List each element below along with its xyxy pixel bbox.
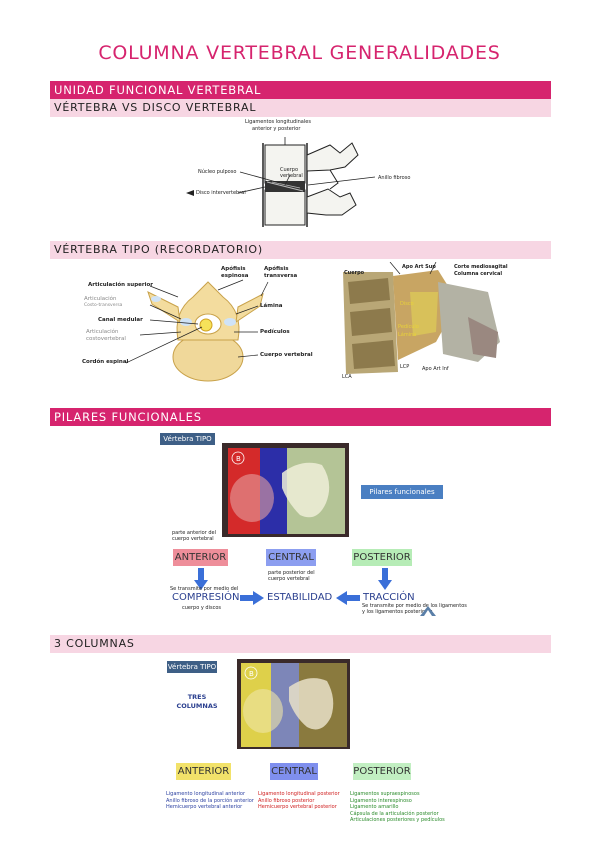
label-columnas: COLUMNAS (176, 702, 218, 710)
list-item: Articulaciones posteriores y pedículos (350, 817, 445, 823)
list-item: Cápsula de la articulación posterior (350, 810, 439, 817)
label-pediculo-f3: Pedículo (398, 324, 419, 330)
logo-mark-icon (420, 606, 436, 616)
note-anterior-2: cuerpo vertebral (172, 536, 214, 542)
tag-anterior: ANTERIOR (173, 549, 228, 566)
label-lamina: Lámina (260, 303, 283, 309)
image-columnas-vertebra: B (237, 659, 350, 749)
section-unidad-funcional: UNIDAD FUNCIONAL VERTEBRAL (50, 81, 551, 99)
list-central: Ligamento longitudinal posterior Anillo … (258, 791, 340, 811)
badge-pilares-funcionales: Pilares funcionales (361, 485, 443, 499)
badge-vertebra-tipo-columnas: Vértebra TIPO (167, 661, 217, 673)
note-anterior-1: parte anterior del (172, 530, 216, 536)
corte-mediosagital-illustration (340, 261, 510, 378)
label-articulacion-costovertebral-2: costovertebral (86, 336, 126, 342)
tag-central-columnas: CENTRAL (270, 763, 318, 780)
arrow-right-icon (240, 591, 264, 605)
image-pilares-vertebra: B (222, 443, 349, 537)
label-anillo-fibroso: Anillo fibroso (378, 175, 411, 181)
list-item: Ligamento longitudinal anterior (166, 791, 246, 797)
list-item: Ligamento interespinoso (350, 797, 412, 804)
subsection-vertebra-tipo: VÉRTEBRA TIPO (RECORDATORIO) (50, 241, 551, 259)
note-traccion-2: y los ligamentos posteriores (362, 609, 433, 615)
list-item: Ligamento amarillo (350, 804, 399, 810)
tag-central: CENTRAL (266, 549, 316, 566)
badge-vertebra-tipo-pilares: Vértebra TIPO (160, 433, 215, 445)
label-apofisis-espinosa: Apófisis (221, 266, 246, 272)
arrow-down-posterior-icon (378, 568, 392, 590)
section-3-columnas: 3 COLUMNAS (50, 635, 551, 653)
tag-posterior: POSTERIOR (352, 549, 412, 566)
label-disco-f3: Disco (400, 301, 414, 307)
note-compresion-1: Se transmite por medio del (170, 586, 239, 592)
note-central-2: cuerpo vertebral (268, 576, 310, 582)
arrow-down-anterior-icon (194, 568, 208, 590)
list-item: Ligamento longitudinal posterior (258, 791, 340, 797)
label-traccion: TRACCIÓN (363, 592, 415, 603)
label-tres: TRES (187, 693, 207, 701)
label-columna-cervical: Columna cervical (454, 271, 503, 277)
label-disco-intervertebral: Disco intervertebral (196, 190, 246, 196)
vertebra-disco-illustration (186, 137, 376, 227)
section-pilares-funcionales: PILARES FUNCIONALES (50, 408, 551, 426)
label-cuerpo: Cuerpo (280, 167, 299, 173)
label-lamina-f3: Lámina (398, 332, 417, 338)
subsection-vertebra-vs-disco: VÉRTEBRA VS DISCO VERTEBRAL (50, 99, 551, 117)
columnas-vertebra-illustration: B (241, 663, 347, 747)
label-corte-mediosagital: Corte mediosagital (454, 264, 508, 270)
list-item: Anillo fibroso posterior (258, 797, 315, 804)
note-central-1: parte posterior del (268, 570, 315, 576)
svg-text:B: B (249, 670, 254, 678)
figure-vertebra-tipo: Apófisis espinosa Apófisis transversa Ar… (78, 262, 318, 387)
label-apo-art-sup: Apo Art Sup (402, 264, 436, 270)
list-item: Hemicuerpo vertebral posterior (258, 804, 337, 810)
label-apo-art-inf: Apo Art Inf (422, 366, 449, 372)
label-lca: LCA (342, 374, 352, 380)
label-cuerpo-vertebral: Cuerpo vertebral (260, 352, 313, 358)
label-apofisis-transversa: Apófisis (264, 266, 289, 272)
label-compresion: COMPRESIÓN (172, 592, 240, 603)
arrow-left-icon (336, 591, 360, 605)
note-traccion-1: Se transmite por medio de los ligamentos (362, 603, 467, 609)
label-cuerpo-f3: Cuerpo (344, 270, 365, 276)
figure-corte-mediosagital: Cuerpo Apo Art Sup Corte mediosagital Co… (318, 261, 518, 387)
tag-anterior-columnas: ANTERIOR (176, 763, 231, 780)
label-pediculos: Pedículos (260, 329, 290, 335)
vertebra-tipo-illustration (125, 279, 269, 382)
label-ligamentos-2: anterior y posterior (252, 126, 301, 132)
svg-text:B: B (236, 455, 241, 463)
label-cordon-espinal: Cordón espinal (82, 359, 129, 365)
list-posterior: Ligamentos supraespinosos Ligamento inte… (350, 791, 445, 824)
list-item: Anillo fibroso de la porción anterior (166, 797, 254, 804)
tag-posterior-columnas: POSTERIOR (353, 763, 411, 780)
label-estabilidad: ESTABILIDAD (267, 592, 333, 603)
label-apofisis-transversa-2: transversa (264, 273, 298, 279)
list-item: Hemicuerpo vertebral anterior (166, 804, 243, 810)
label-articulacion-costovertebral: Articulación (86, 329, 119, 335)
label-articulacion-costo-transversa-2: Costo-transversa (84, 303, 123, 308)
label-canal-medular: Canal medular (98, 317, 143, 323)
label-ligamentos: Ligamentos longitudinales (245, 119, 311, 125)
note-compresion-2: cuerpo y discos (182, 605, 222, 611)
list-anterior: Ligamento longitudinal anterior Anillo f… (166, 791, 254, 811)
page-title: COLUMNA VERTEBRAL GENERALIDADES (98, 42, 501, 64)
label-apofisis-espinosa-2: espinosa (221, 273, 249, 279)
label-cuerpo-2: vertebral (280, 173, 303, 179)
pilares-vertebra-illustration: B (228, 448, 345, 534)
label-articulacion-superior: Articulación superior (88, 282, 153, 288)
label-lcp: LCP (400, 364, 410, 370)
figure-vertebra-disco: Ligamentos longitudinales anterior y pos… (180, 115, 440, 240)
label-articulacion-costo-transversa: Articulación (84, 296, 117, 302)
label-nucleo-pulposo: Núcleo pulposo (198, 169, 237, 175)
list-item: Ligamentos supraespinosos (350, 791, 420, 797)
